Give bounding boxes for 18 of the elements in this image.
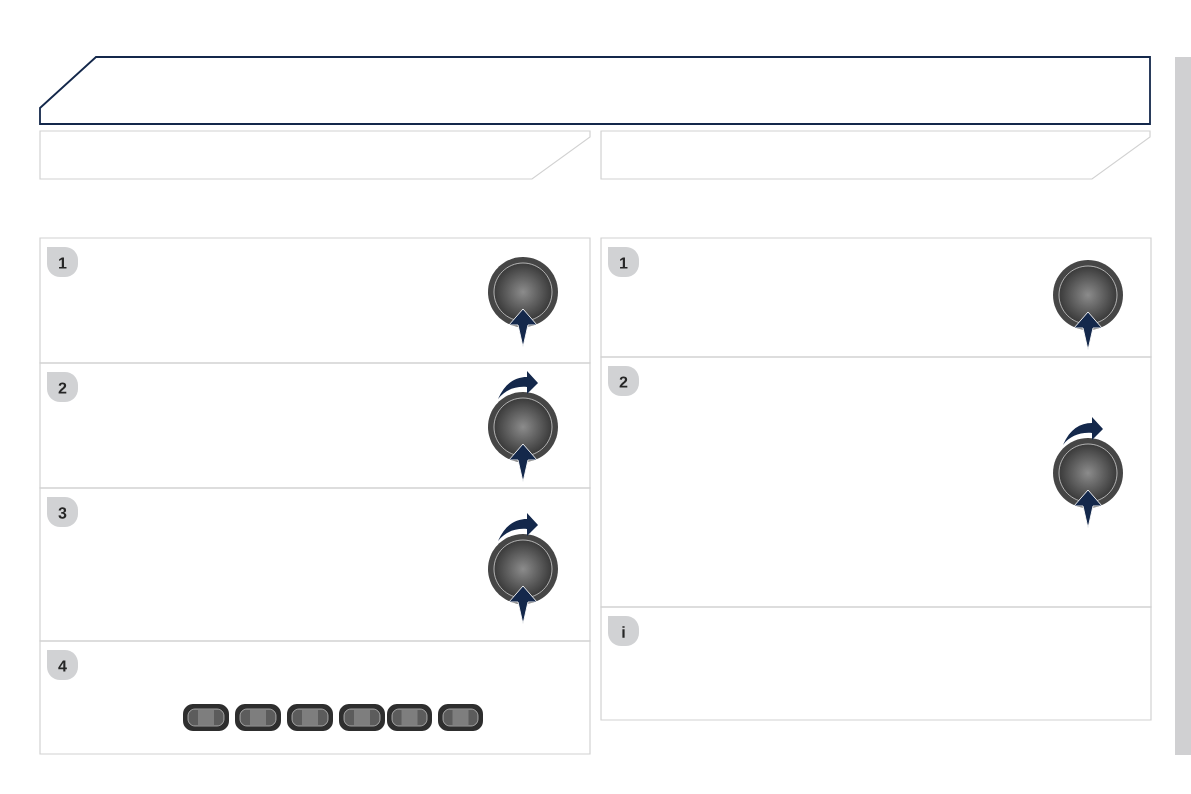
side-tab <box>1175 57 1191 755</box>
step-panel <box>39 362 591 489</box>
info-badge: i <box>608 616 639 646</box>
step-number-badge: 4 <box>47 650 78 680</box>
step-panel <box>39 640 591 755</box>
title-banner <box>39 56 1151 125</box>
step-number-badge: 2 <box>608 366 639 396</box>
step-panel <box>600 237 1152 358</box>
step-number-badge: 2 <box>47 372 78 402</box>
step-number-badge: 1 <box>47 247 78 277</box>
section-header <box>600 130 1151 180</box>
step-number-badge: 1 <box>608 247 639 277</box>
step-panel <box>39 487 591 642</box>
section-header <box>39 130 591 180</box>
step-number-badge: 3 <box>47 497 78 527</box>
step-panel <box>600 356 1152 608</box>
step-panel <box>600 606 1152 721</box>
step-panel <box>39 237 591 364</box>
